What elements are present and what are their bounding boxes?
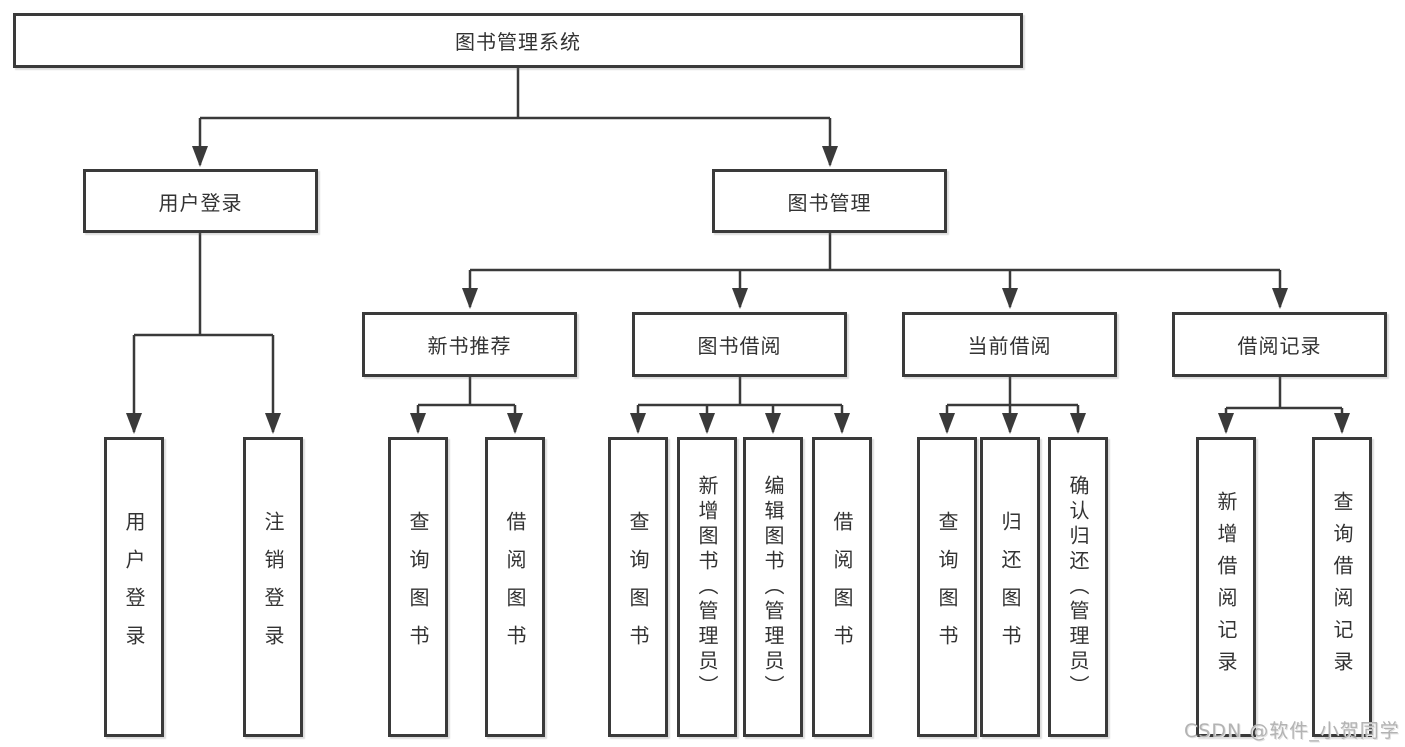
node-user-login: 用户登录 xyxy=(83,169,318,233)
node-book-borrowing: 图书借阅 xyxy=(632,312,847,377)
leaf-label: 归还图书 xyxy=(998,511,1022,663)
leaf-label: 借阅图书 xyxy=(503,511,527,663)
leaf-query-books-borrow: 查询图书 xyxy=(608,437,668,737)
leaf-borrow-books: 借阅图书 xyxy=(812,437,872,737)
leaf-label: 用户登录 xyxy=(122,511,146,663)
leaf-label: 编辑图书（管理员） xyxy=(761,474,785,700)
leaf-edit-book-admin: 编辑图书（管理员） xyxy=(743,437,803,737)
node-label: 新书推荐 xyxy=(427,334,512,358)
leaf-confirm-return-admin: 确认归还（管理员） xyxy=(1048,437,1108,737)
leaf-label: 查询图书 xyxy=(626,511,650,663)
node-library-management-system: 图书管理系统 xyxy=(13,13,1023,68)
leaf-query-books-recommend: 查询图书 xyxy=(388,437,448,737)
node-new-book-recommend: 新书推荐 xyxy=(362,312,577,377)
node-current-borrowing: 当前借阅 xyxy=(902,312,1117,377)
leaf-logout: 注销登录 xyxy=(243,437,303,737)
node-label: 图书借阅 xyxy=(697,334,782,358)
leaf-label: 借阅图书 xyxy=(830,511,854,663)
leaf-label: 确认归还（管理员） xyxy=(1066,474,1090,700)
leaf-label: 查询图书 xyxy=(406,511,430,663)
leaf-add-borrow-record: 新增借阅记录 xyxy=(1196,437,1256,737)
leaf-add-book-admin: 新增图书（管理员） xyxy=(677,437,737,737)
leaf-user-login: 用户登录 xyxy=(104,437,164,737)
leaf-label: 新增借阅记录 xyxy=(1214,491,1238,683)
leaf-borrow-books-recommend: 借阅图书 xyxy=(485,437,545,737)
csdn-watermark: CSDN @软件_小贺同学 xyxy=(1184,720,1400,742)
leaf-label: 注销登录 xyxy=(261,511,285,663)
leaf-label: 查询借阅记录 xyxy=(1330,491,1354,683)
node-label: 图书管理 xyxy=(787,190,872,215)
node-label: 当前借阅 xyxy=(967,334,1052,358)
node-label: 借阅记录 xyxy=(1237,334,1322,358)
node-label: 用户登录 xyxy=(158,190,243,215)
node-borrow-records: 借阅记录 xyxy=(1172,312,1387,377)
leaf-query-borrow-record: 查询借阅记录 xyxy=(1312,437,1372,737)
node-label: 图书管理系统 xyxy=(455,30,581,54)
leaf-return-book: 归还图书 xyxy=(980,437,1040,737)
leaf-label: 查询图书 xyxy=(935,511,959,663)
leaf-label: 新增图书（管理员） xyxy=(695,474,719,700)
leaf-query-books-current: 查询图书 xyxy=(917,437,977,737)
node-book-management: 图书管理 xyxy=(712,169,947,233)
